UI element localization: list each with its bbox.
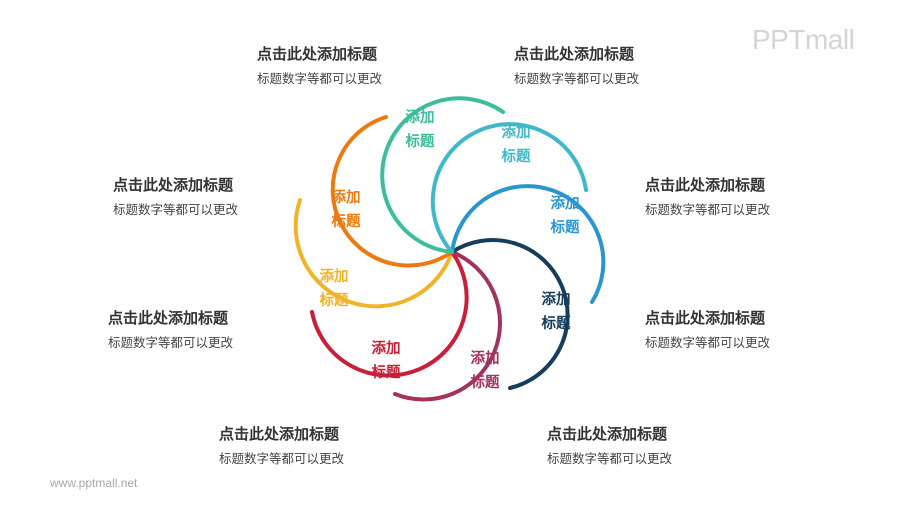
petal-arc-blue bbox=[450, 184, 606, 304]
petal-arc-teal bbox=[380, 96, 505, 254]
block-title: 点击此处添加标题 bbox=[645, 176, 766, 194]
block-subtitle: 标题数字等都可以更改 bbox=[113, 202, 239, 217]
block-subtitle: 标题数字等都可以更改 bbox=[219, 451, 345, 466]
petal-arc-cyan bbox=[430, 122, 588, 254]
text-block-left-upper[interactable]: 点击此处添加标题 标题数字等都可以更改 bbox=[113, 175, 303, 219]
petal-label-orange: 添加标题 bbox=[331, 190, 361, 230]
text-block-top-right[interactable]: 点击此处添加标题 标题数字等都可以更改 bbox=[514, 44, 704, 88]
block-subtitle: 标题数字等都可以更改 bbox=[645, 335, 771, 350]
block-subtitle: 标题数字等都可以更改 bbox=[514, 71, 640, 86]
pptmall-logo: PPTmall bbox=[752, 24, 855, 55]
text-block-top-left[interactable]: 点击此处添加标题 标题数字等都可以更改 bbox=[257, 44, 447, 88]
petal-label-blue: 添加标题 bbox=[550, 196, 580, 236]
block-subtitle: 标题数字等都可以更改 bbox=[547, 451, 673, 466]
block-title: 点击此处添加标题 bbox=[514, 45, 635, 63]
block-title: 点击此处添加标题 bbox=[108, 309, 229, 327]
block-title: 点击此处添加标题 bbox=[645, 309, 766, 327]
petal-label-navy: 添加标题 bbox=[541, 292, 571, 332]
petal-arc-navy bbox=[450, 238, 570, 390]
block-subtitle: 标题数字等都可以更改 bbox=[257, 71, 383, 86]
block-subtitle: 标题数字等都可以更改 bbox=[645, 202, 771, 217]
petal-arc-orange bbox=[330, 115, 454, 268]
text-block-bottom-left[interactable]: 点击此处添加标题 标题数字等都可以更改 bbox=[219, 424, 409, 468]
petal-arc-yellow bbox=[293, 198, 454, 309]
text-block-right-lower[interactable]: 点击此处添加标题 标题数字等都可以更改 bbox=[645, 308, 835, 352]
block-title: 点击此处添加标题 bbox=[113, 176, 234, 194]
petal-label-cyan: 添加标题 bbox=[501, 125, 531, 165]
block-title: 点击此处添加标题 bbox=[257, 45, 378, 63]
text-block-right-upper[interactable]: 点击此处添加标题 标题数字等都可以更改 bbox=[645, 175, 835, 219]
block-title: 点击此处添加标题 bbox=[547, 425, 668, 443]
petal-arc-crimson bbox=[310, 250, 469, 378]
petal-label-yellow: 添加标题 bbox=[319, 269, 349, 309]
text-block-bottom-right[interactable]: 点击此处添加标题 标题数字等都可以更改 bbox=[547, 424, 737, 468]
footer-url: www.pptmall.net bbox=[50, 476, 138, 490]
petal-label-crimson: 添加标题 bbox=[371, 341, 401, 381]
block-subtitle: 标题数字等都可以更改 bbox=[108, 335, 234, 350]
petal-arc-maroon bbox=[393, 250, 502, 402]
petal-label-teal: 添加标题 bbox=[405, 110, 435, 150]
petal-label-maroon: 添加标题 bbox=[470, 351, 500, 391]
block-title: 点击此处添加标题 bbox=[219, 425, 340, 443]
text-block-left-lower[interactable]: 点击此处添加标题 标题数字等都可以更改 bbox=[108, 308, 298, 352]
